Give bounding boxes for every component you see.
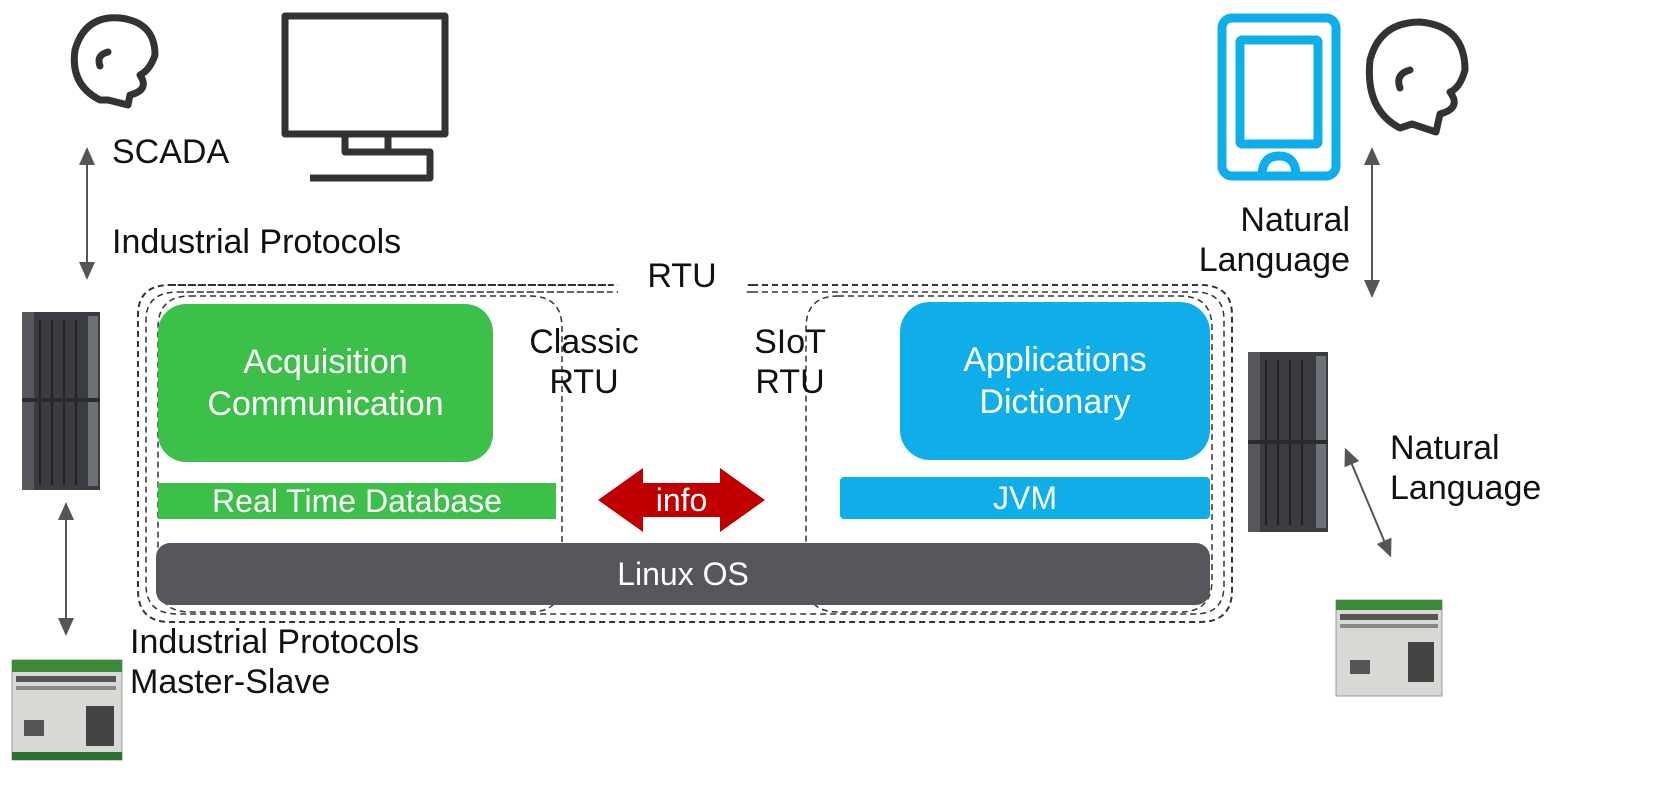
applications-dictionary-block: Applications Dictionary: [900, 302, 1210, 460]
classic-rtu-label: Classic RTU: [506, 322, 662, 402]
linux-os-bar-shape: [156, 543, 1210, 605]
natural-language-right-line2: Language: [1390, 469, 1542, 507]
natural-language-top-label: Natural Language: [1160, 200, 1350, 280]
industrial-protocols-bottom-line2: Master-Slave: [130, 663, 331, 701]
industrial-protocols-bottom-line1: Industrial Protocols: [130, 623, 420, 661]
siot-rtu-line2: RTU: [755, 363, 825, 401]
siot-rtu-outline: [805, 295, 1213, 613]
plc-module-icon-right: [1335, 599, 1443, 697]
rtu-device-icon: [22, 312, 100, 490]
rtu-outer-outline: [137, 284, 1233, 623]
applications-line1: Applications: [963, 341, 1147, 379]
monitor-icon: [281, 12, 449, 182]
industrial-protocols-bottom-label: Industrial Protocols Master-Slave: [130, 622, 490, 702]
natural-language-top-line1: Natural: [1240, 201, 1350, 239]
siot-rtu-label: SIoT RTU: [720, 322, 860, 402]
scada-label: SCADA: [112, 133, 230, 171]
industrial-protocols-top-label: Industrial Protocols: [112, 223, 402, 261]
linux-os-bar: Linux OS: [617, 555, 749, 592]
smartphone-icon: [1217, 13, 1341, 181]
classic-rtu-line1: Classic: [529, 323, 639, 361]
siot-rtu-line1: SIoT: [754, 323, 826, 361]
info-double-arrow: [598, 468, 765, 532]
classic-rtu-outline: [157, 295, 563, 613]
applications-line2: Dictionary: [979, 383, 1131, 421]
real-time-database-bar: Real Time Database: [158, 483, 556, 519]
plc-module-icon: [11, 659, 123, 761]
rtu-device-icon-right: [1248, 352, 1328, 532]
head-icon: [70, 14, 159, 109]
head-icon-right: [1365, 18, 1469, 136]
rtu-inner-outline: [145, 291, 1225, 615]
acquisition-line2: Communication: [207, 385, 444, 423]
natural-language-top-line2: Language: [1198, 241, 1350, 279]
classic-rtu-line2: RTU: [549, 363, 619, 401]
acquisition-line1: Acquisition: [243, 343, 408, 381]
jvm-bar: JVM: [840, 477, 1210, 519]
rtu-label: RTU: [618, 256, 746, 296]
acquisition-communication-block: Acquisition Communication: [158, 304, 493, 462]
info-label: info: [655, 481, 708, 518]
natural-language-right-label: Natural Language: [1390, 428, 1660, 508]
natural-language-diagonal-arrow: [1344, 447, 1392, 558]
natural-language-right-line1: Natural: [1390, 429, 1500, 467]
